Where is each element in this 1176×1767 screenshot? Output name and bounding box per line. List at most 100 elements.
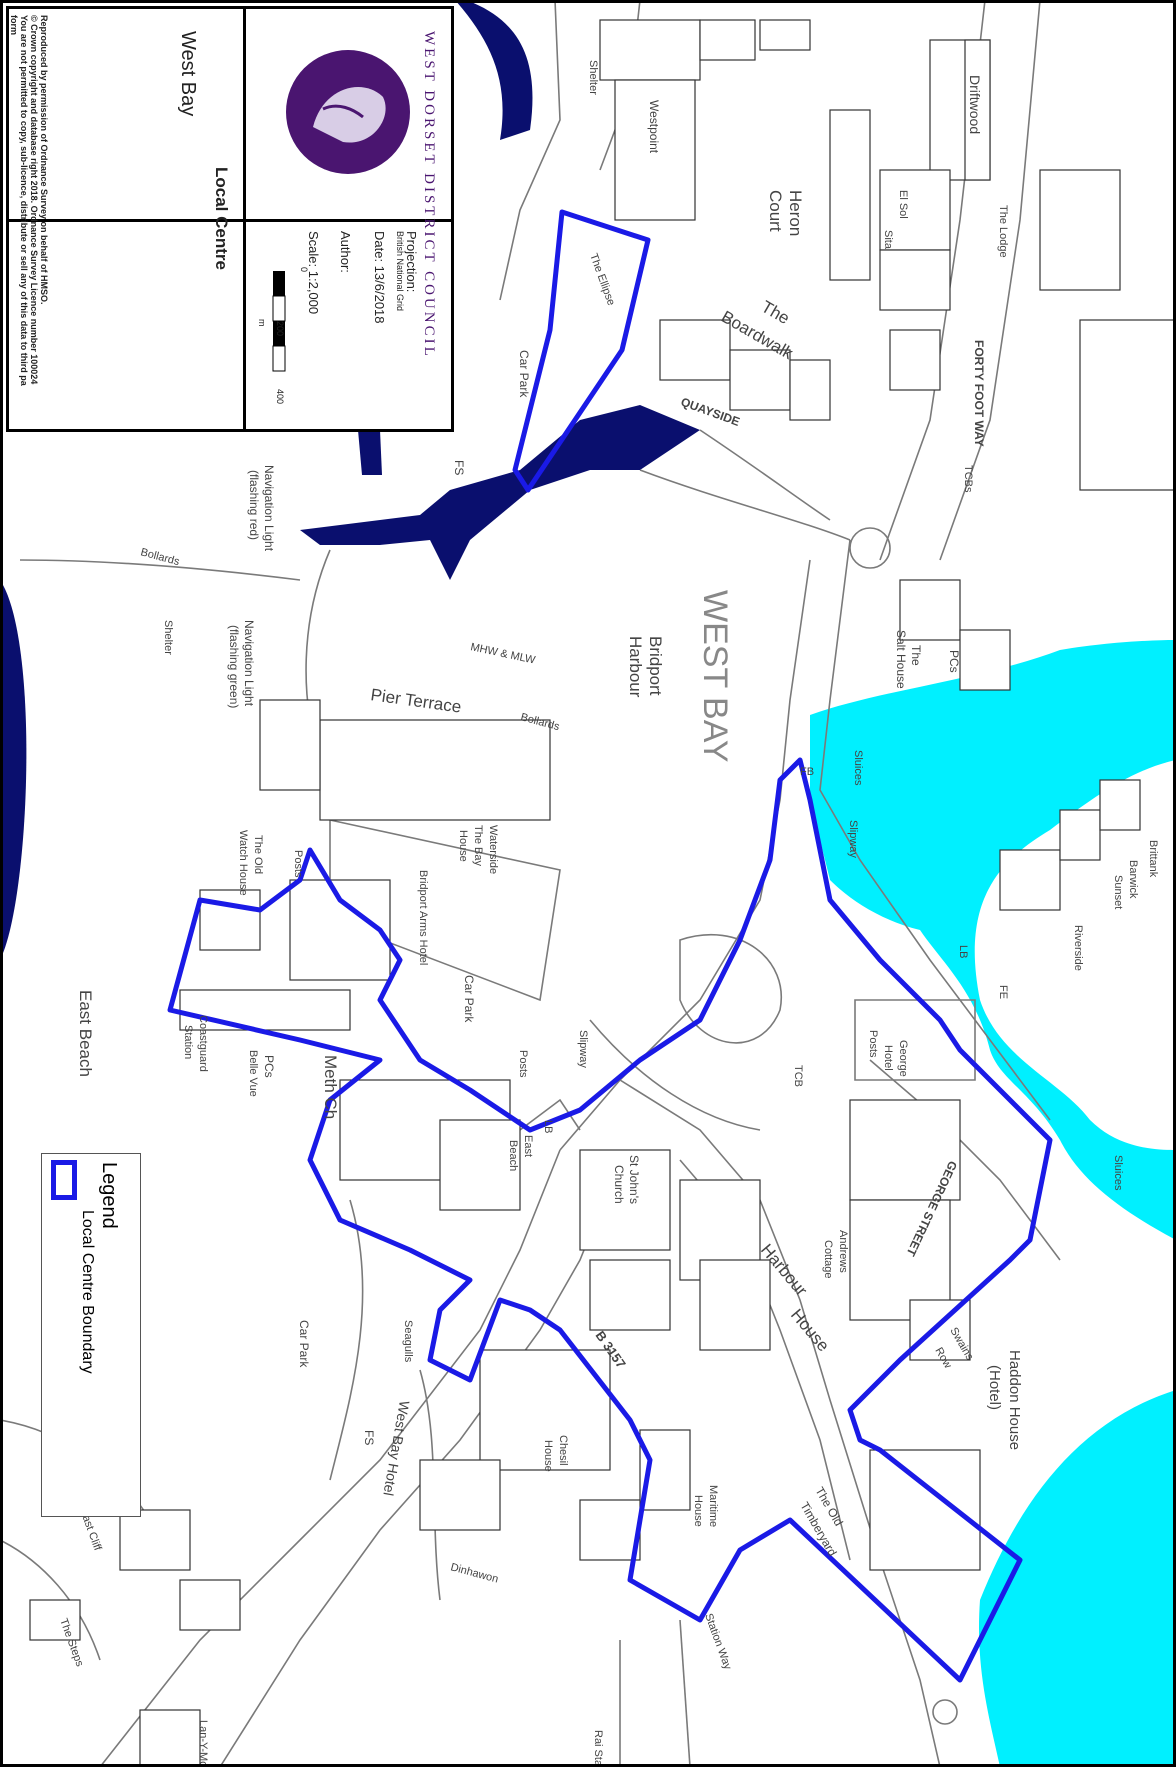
svg-text:Station Way: Station Way [702, 1612, 734, 1672]
projection-value: British National Grid [395, 231, 405, 312]
legend: Legend Local Centre Boundary [41, 1153, 141, 1517]
svg-text:Coastguard: Coastguard [197, 1015, 209, 1072]
scalebar-unit: m [257, 319, 267, 327]
svg-text:Rai Sta: Rai Sta [592, 1730, 604, 1767]
scalebar-tick-0: 0 [299, 267, 309, 273]
copyright-line-4: form [9, 15, 19, 35]
svg-text:The Bay: The Bay [472, 825, 484, 866]
svg-text:FB: FB [800, 766, 814, 778]
legend-boundary-label: Local Centre Boundary [79, 1210, 96, 1374]
svg-text:Harbour: Harbour [626, 636, 645, 698]
map-date: Date: 13/6/2018 [372, 231, 387, 324]
svg-text:Church: Church [612, 1165, 626, 1204]
svg-text:The: The [758, 297, 793, 328]
map-author: Author: [338, 231, 353, 273]
dark-water [3, 3, 700, 953]
svg-text:Car Park: Car Park [297, 1320, 311, 1368]
svg-text:Posts: Posts [867, 1030, 879, 1058]
copyright-line-1: Reproduced by permission of Ordnance Sur… [39, 15, 49, 305]
svg-text:Beach: Beach [507, 1140, 519, 1171]
svg-text:Sluices: Sluices [852, 750, 864, 786]
buildings [29, 19, 1173, 1764]
svg-text:House: House [457, 830, 469, 862]
svg-text:(flashing red): (flashing red) [247, 470, 261, 540]
svg-text:George: George [897, 1040, 909, 1077]
svg-text:The Steps: The Steps [57, 1617, 86, 1669]
svg-text:Car Park: Car Park [462, 975, 476, 1023]
svg-text:Brittank: Brittank [1147, 840, 1159, 878]
svg-text:West Bay Hotel: West Bay Hotel [380, 1399, 412, 1497]
svg-text:LB: LB [542, 1120, 554, 1133]
svg-text:Posts: Posts [517, 1050, 529, 1078]
svg-text:Belle Vue: Belle Vue [247, 1050, 259, 1097]
svg-text:TCBs: TCBs [962, 465, 974, 493]
label-pier-terrace: Pier Terrace [369, 685, 462, 717]
svg-text:El Sol: El Sol [897, 190, 909, 219]
svg-text:TCB: TCB [792, 1065, 804, 1087]
svg-text:Sluices: Sluices [1112, 1155, 1124, 1191]
svg-text:LB: LB [957, 945, 969, 958]
svg-text:Slipway: Slipway [577, 1030, 589, 1068]
copyright-line-3: You are not permitted to copy, sub-licen… [19, 15, 29, 386]
svg-text:Cottage: Cottage [822, 1240, 834, 1279]
svg-text:Lan-Y-Mor: Lan-Y-Mor [197, 1720, 209, 1767]
svg-text:Watch House: Watch House [237, 830, 249, 896]
roundabouts [849, 527, 958, 1725]
svg-text:MHW & MLW: MHW & MLW [469, 641, 536, 667]
svg-text:Dinhawon: Dinhawon [449, 1561, 499, 1585]
svg-text:The Old: The Old [252, 835, 264, 874]
svg-text:Sunset: Sunset [1112, 875, 1124, 909]
light-water [810, 640, 1173, 1764]
svg-text:East: East [522, 1135, 534, 1157]
svg-text:Maritime: Maritime [707, 1485, 719, 1527]
svg-text:House: House [542, 1440, 554, 1472]
svg-text:FS: FS [362, 1430, 376, 1445]
svg-text:Andrews: Andrews [837, 1230, 849, 1273]
svg-text:Barwick: Barwick [1127, 860, 1139, 899]
svg-text:Seagulls: Seagulls [402, 1320, 414, 1363]
svg-text:Salt House: Salt House [894, 630, 908, 689]
legend-heading: Legend [98, 1162, 120, 1229]
council-logo [286, 50, 410, 174]
svg-text:The Ellipse: The Ellipse [587, 252, 617, 307]
svg-text:Meth Ch: Meth Ch [321, 1055, 340, 1119]
svg-text:Bridport: Bridport [646, 636, 665, 696]
title-block: WEST DORSET DISTRICT COUNCIL West Bay Lo… [6, 6, 454, 432]
svg-text:Sita: Sita [882, 230, 894, 250]
svg-text:The Lodge: The Lodge [997, 205, 1009, 258]
place-name: West Bay [177, 31, 199, 117]
svg-text:Riverside: Riverside [1072, 925, 1084, 971]
svg-text:Heron: Heron [786, 190, 805, 236]
svg-text:Westpoint: Westpoint [647, 100, 661, 154]
scalebar-tick-2: 400 [275, 389, 285, 405]
svg-text:FE: FE [997, 985, 1009, 999]
svg-text:House: House [787, 1305, 833, 1355]
svg-text:House: House [692, 1495, 704, 1527]
svg-text:Shelter: Shelter [587, 60, 599, 95]
svg-text:Shelter: Shelter [162, 620, 174, 655]
svg-text:Waterside: Waterside [487, 825, 499, 874]
svg-text:The: The [909, 645, 923, 666]
label-west-bay: WEST BAY [696, 590, 734, 763]
svg-text:Navigation Light: Navigation Light [242, 620, 256, 707]
map-title: Local Centre [212, 167, 231, 270]
svg-text:Chesil: Chesil [557, 1435, 569, 1466]
svg-text:Station: Station [182, 1025, 194, 1059]
svg-text:St John's: St John's [627, 1155, 641, 1204]
projection-label: Projection: [404, 231, 419, 293]
scalebar-tick-1: 200 [275, 321, 285, 337]
svg-text:Bridport Arms Hotel: Bridport Arms Hotel [417, 870, 429, 965]
svg-text:PCs: PCs [947, 650, 961, 673]
legend-boundary-swatch [51, 1160, 77, 1200]
svg-text:(flashing green): (flashing green) [227, 625, 241, 708]
svg-text:PCs: PCs [262, 1055, 276, 1078]
svg-text:Navigation Light: Navigation Light [262, 465, 276, 552]
council-name: WEST DORSET DISTRICT COUNCIL [421, 31, 437, 359]
copyright-line-2: © Crown copyright and database right 201… [29, 15, 39, 385]
svg-text:Hotel: Hotel [882, 1045, 894, 1071]
label-east-beach: East Beach [76, 990, 95, 1077]
scale-bar [272, 271, 286, 372]
svg-text:Driftwood: Driftwood [967, 75, 983, 134]
svg-text:Court: Court [766, 190, 785, 232]
